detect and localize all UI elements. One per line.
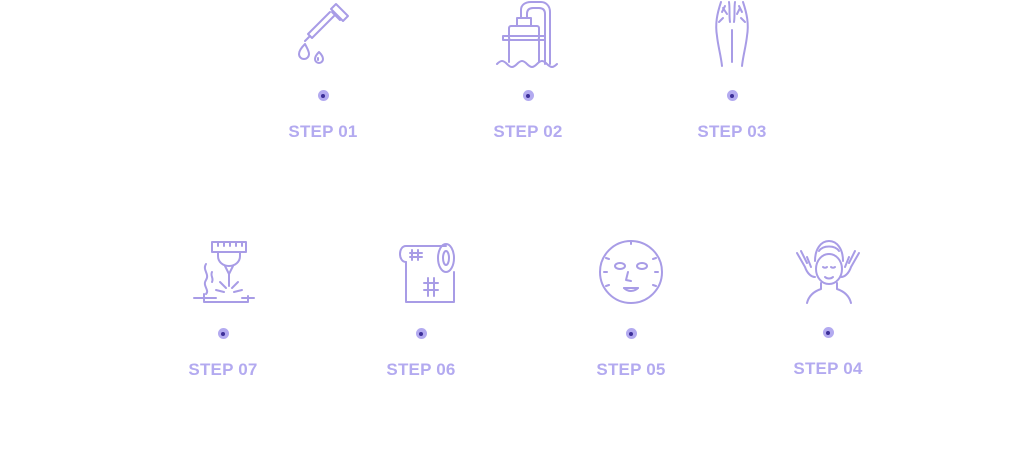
step-06: STEP 06 bbox=[361, 238, 481, 380]
shower-icon bbox=[496, 1, 558, 68]
step-07: STEP 07 bbox=[163, 238, 283, 380]
step-01-label: STEP 01 bbox=[288, 122, 358, 141]
step-05-dot bbox=[625, 328, 637, 339]
face-mask-icon bbox=[599, 240, 663, 304]
towel-roll-icon bbox=[399, 243, 455, 303]
step-02-dot bbox=[522, 90, 534, 101]
laser-icon bbox=[193, 241, 255, 303]
step-01-dot bbox=[317, 90, 329, 101]
step-03: STEP 03 bbox=[672, 0, 792, 142]
legs-icon bbox=[715, 1, 749, 67]
step-07-dot bbox=[217, 328, 229, 339]
step-04-label: STEP 04 bbox=[793, 359, 863, 378]
dropper-icon bbox=[298, 3, 349, 64]
step-05-label: STEP 05 bbox=[596, 360, 666, 379]
step-03-label: STEP 03 bbox=[697, 122, 767, 141]
step-07-label: STEP 07 bbox=[188, 360, 258, 379]
facial-massage-icon bbox=[796, 240, 860, 304]
step-06-dot bbox=[415, 328, 427, 339]
step-03-dot bbox=[726, 90, 738, 101]
step-06-label: STEP 06 bbox=[386, 360, 456, 379]
step-04: STEP 04 bbox=[768, 237, 888, 379]
step-02: STEP 02 bbox=[468, 0, 588, 142]
step-02-label: STEP 02 bbox=[493, 122, 563, 141]
step-01: STEP 01 bbox=[263, 0, 383, 142]
step-05: STEP 05 bbox=[571, 238, 691, 380]
step-04-dot bbox=[822, 327, 834, 338]
